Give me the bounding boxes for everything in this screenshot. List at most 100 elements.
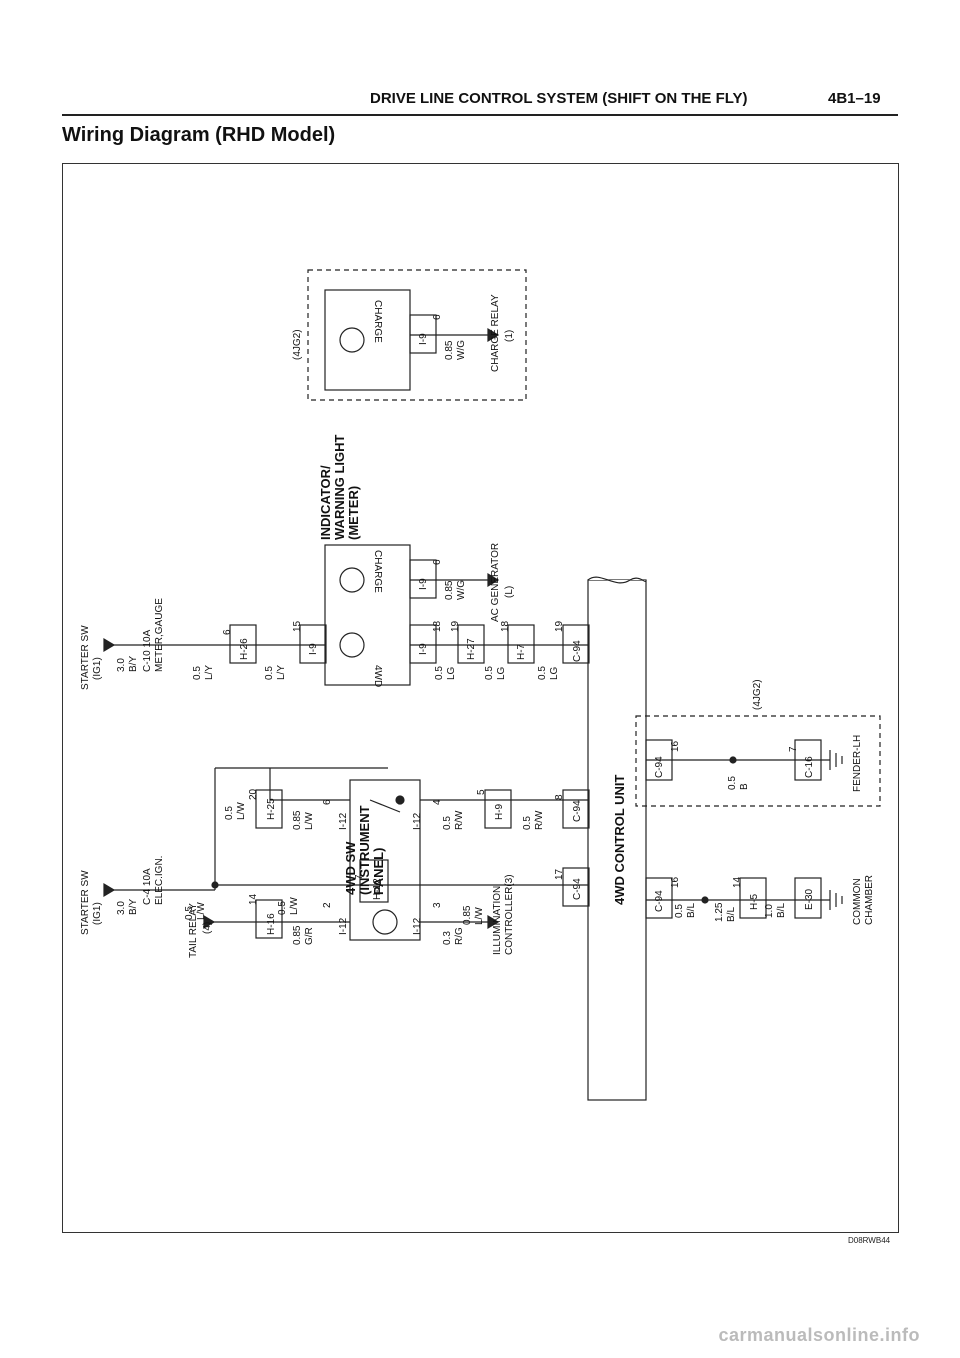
- illumination-number: CONTROLLER(3): [504, 874, 515, 955]
- fuse-label: C-10 10A: [142, 629, 153, 672]
- conn-h7: [507, 624, 535, 664]
- wire-label: 0.85: [292, 810, 303, 830]
- conn-i9-6b: [409, 314, 437, 354]
- pin-number: 19: [450, 620, 461, 632]
- sw4wd-box: [349, 779, 421, 941]
- connector-label: C-94: [654, 890, 665, 912]
- wire-label: 0.5: [192, 666, 203, 680]
- dashed-box-fender: [635, 715, 881, 807]
- connector-label: I-9: [418, 643, 429, 655]
- arrow-charge-relay: [487, 327, 500, 343]
- connector-label: I-9: [308, 643, 319, 655]
- header-page-number: 4B1–19: [828, 90, 881, 107]
- wire-color: R/W: [454, 810, 465, 830]
- wire-label: 0.85: [444, 580, 455, 600]
- conn-h27: [457, 624, 485, 664]
- wire-label: 0.85: [444, 340, 455, 360]
- arrow-illumination: [487, 914, 500, 930]
- connector-label: I-12: [338, 812, 349, 830]
- pin-number: 6: [432, 314, 443, 320]
- arrow-tail-relay: [203, 914, 216, 930]
- tail-relay-number: (4): [202, 922, 213, 934]
- wire-label: 0.5: [184, 906, 195, 920]
- conn-c94-8: [562, 789, 590, 829]
- dashed-box-charge: [307, 269, 527, 401]
- conn-c94-16a: [645, 877, 673, 919]
- connector-label: I-12: [338, 917, 349, 935]
- conn-h5: [739, 877, 767, 919]
- connector-label: C-94: [572, 800, 583, 822]
- lamp-4wd-label: 4WD: [372, 665, 383, 687]
- ground-label: FENDER-LH: [852, 735, 863, 792]
- pin-number: 6: [322, 799, 333, 805]
- wire-label: 3.0: [116, 658, 127, 672]
- conn-e30: [794, 877, 822, 919]
- charge-box: [324, 289, 411, 391]
- sw4wd-label: 4WD SW: [343, 841, 358, 895]
- diagram-code: D08RWB44: [848, 1236, 891, 1245]
- lamp-4wd: [339, 632, 365, 658]
- conn-c94-17: [562, 867, 590, 907]
- page-header: DRIVE LINE CONTROL SYSTEM (SHIFT ON THE …: [0, 0, 960, 160]
- diagram-frame: [62, 163, 899, 1233]
- connector-label: H-12: [372, 878, 383, 900]
- connector-label: I-9: [418, 578, 429, 590]
- connector-label: C-94: [654, 756, 665, 778]
- sw4wd-lamp: [372, 909, 398, 935]
- conn-h25: [255, 789, 283, 829]
- lamp-charge-label: CHARGE: [372, 550, 383, 593]
- pin-number: 18: [500, 620, 511, 632]
- arrow-starter-left: [103, 882, 116, 898]
- pin-number: 14: [248, 893, 259, 905]
- pin-number: 19: [554, 620, 565, 632]
- connector-label: C-94: [572, 878, 583, 900]
- connector-label: C-16: [804, 756, 815, 778]
- connector-label: H-7: [516, 643, 527, 660]
- pin-number: 14: [732, 876, 743, 888]
- arrow-starter-right: [103, 637, 116, 653]
- wire-color: LG: [446, 666, 457, 680]
- sw4wd-sub: (INSTRUMENT: [357, 805, 372, 895]
- wire-color: B/Y: [128, 899, 139, 915]
- pin-number: 5: [476, 789, 487, 795]
- conn-h16: [255, 899, 283, 939]
- arrow-ac-gen: [487, 572, 500, 588]
- pin-number: 17: [554, 868, 565, 880]
- indicator-sub: WARNING LIGHT: [332, 435, 347, 540]
- wire-color: B/L: [686, 903, 697, 918]
- connector-label: I-9: [418, 333, 429, 345]
- header-title: DRIVE LINE CONTROL SYSTEM (SHIFT ON THE …: [370, 90, 748, 107]
- wire-color: L/W: [236, 802, 247, 820]
- indicator-box: [324, 544, 411, 686]
- wire-label: 0.5: [434, 666, 445, 680]
- indicator-sub2: (METER): [346, 486, 361, 540]
- wire-label: 0.85: [292, 925, 303, 945]
- pin-number: 16: [670, 876, 681, 888]
- lamp-charge2-label: CHARGE: [372, 300, 383, 343]
- wire-color: L/W: [474, 907, 485, 925]
- wire-label: 0.5: [537, 666, 548, 680]
- lamp-charge: [339, 567, 365, 593]
- illumination-label: ILLUMINATION: [492, 886, 503, 955]
- tail-relay-label: TAIL RELAY: [188, 903, 199, 958]
- control-unit-label: 4WD CONTROL UNIT: [612, 774, 627, 905]
- wire-label: 0.5: [264, 666, 275, 680]
- pin-number: 16: [670, 740, 681, 752]
- wire-color: G/R: [304, 927, 315, 945]
- wire-label: 3.0: [116, 901, 127, 915]
- pin-number: 6: [222, 629, 233, 635]
- wire-label: 0.5: [277, 901, 288, 915]
- wire-label: 0.5: [224, 806, 235, 820]
- indicator-label: INDICATOR/: [318, 465, 333, 540]
- conn-h9: [484, 789, 512, 829]
- pin-number: 4: [432, 799, 443, 805]
- connector-label: H-9: [494, 803, 505, 820]
- ac-generator-terminal: (L): [504, 586, 515, 598]
- connector-label: E-30: [804, 888, 815, 910]
- header-rule: [62, 114, 898, 116]
- wire-color: L/Y: [276, 665, 287, 680]
- section-title: Wiring Diagram (RHD Model): [62, 124, 336, 146]
- wire-label: 0.5: [727, 776, 738, 790]
- ig1-right: (IG1): [92, 657, 103, 680]
